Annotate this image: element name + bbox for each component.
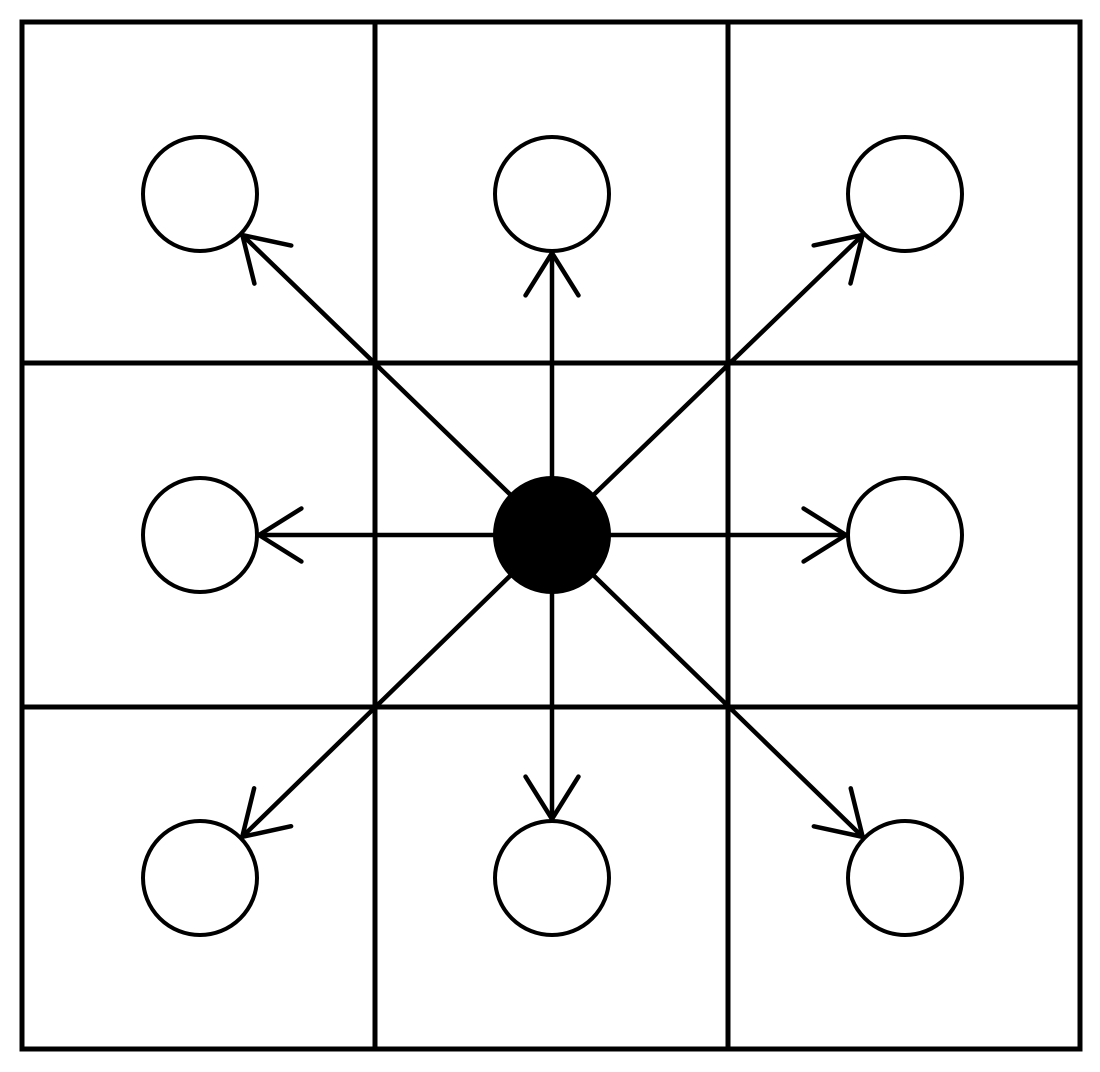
arrow-r2-c1 — [523, 588, 581, 822]
arrow-r1-c0 — [256, 506, 499, 564]
arrow-r0-c0 — [240, 232, 515, 499]
neighbor-node-r2-c1 — [493, 819, 611, 937]
arrow-head — [801, 532, 849, 564]
arrow-shaft — [240, 571, 515, 840]
arrow-head — [811, 824, 865, 840]
arrow-head — [240, 786, 257, 840]
arrow-head — [811, 232, 865, 248]
arrow-head — [256, 532, 304, 564]
neighbor-node-r0-c0 — [141, 135, 259, 253]
arrow-head — [801, 506, 849, 538]
arrow-head — [523, 250, 555, 298]
neighbor-node-r1-c0 — [141, 476, 259, 594]
arrow-head — [240, 232, 294, 248]
arrow-shaft — [589, 571, 865, 840]
arrow-head — [549, 250, 581, 298]
neighbor-node-r0-c1 — [493, 135, 611, 253]
arrow-shaft — [590, 232, 865, 499]
neighbor-node-r2-c2 — [846, 819, 964, 937]
arrow-shaft — [240, 232, 515, 499]
arrow-r1-c2 — [605, 506, 849, 564]
neighbor-node-r0-c2 — [846, 135, 964, 253]
arrow-head — [848, 232, 865, 286]
nodes — [141, 135, 964, 937]
arrow-head — [256, 506, 304, 538]
arrow-head — [848, 786, 865, 840]
arrow-head — [523, 774, 555, 822]
arrow-head — [549, 774, 581, 822]
arrow-head — [240, 232, 257, 286]
arrows — [240, 232, 865, 840]
neighbor-node-r2-c0 — [141, 819, 259, 937]
neighbor-node-r1-c2 — [846, 476, 964, 594]
arrow-r2-c2 — [589, 571, 865, 840]
arrow-r0-c1 — [523, 250, 581, 482]
center-node — [493, 476, 611, 594]
arrow-r0-c2 — [590, 232, 865, 499]
arrow-head — [240, 823, 294, 840]
arrow-r2-c0 — [240, 571, 515, 840]
